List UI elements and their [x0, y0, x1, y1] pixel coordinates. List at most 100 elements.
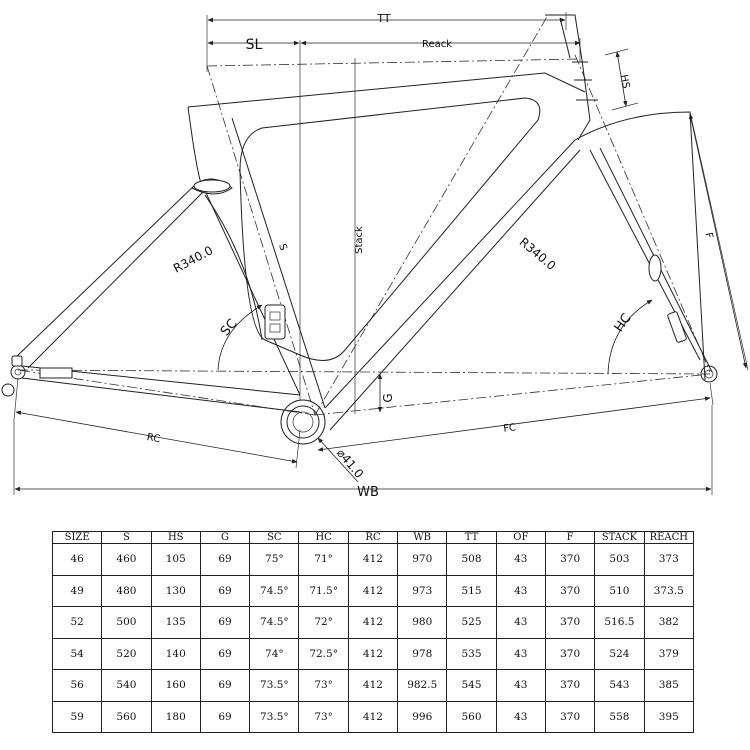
cell: 382 — [643, 606, 695, 639]
cell: 72° — [298, 606, 349, 639]
cell: 73.5° — [249, 669, 300, 702]
cell: 43 — [495, 700, 546, 733]
label-radius-right: R340.0 — [517, 235, 559, 273]
cell: 545 — [446, 669, 497, 702]
label-wb: WB — [357, 485, 379, 500]
cell: 385 — [643, 669, 695, 702]
cell: 370 — [544, 574, 596, 607]
cell: 508 — [446, 543, 497, 576]
cell: 59 — [51, 700, 103, 733]
cell: 412 — [347, 606, 399, 639]
rear-dropout — [1, 355, 73, 397]
cell: 970 — [397, 543, 448, 576]
cell: 69 — [199, 700, 251, 733]
cell: 105 — [150, 543, 201, 576]
fc-dimension — [317, 382, 714, 452]
cell: 69 — [199, 574, 251, 607]
wb-dimension — [13, 405, 713, 495]
label-rc: RC — [146, 432, 161, 445]
cell: 520 — [101, 637, 152, 670]
cell: 980 — [397, 606, 448, 639]
cell: 71.5° — [298, 574, 349, 607]
cell: 56 — [51, 669, 103, 702]
header-f: F — [544, 531, 596, 544]
top-dimensions — [206, 12, 581, 400]
cell: 370 — [544, 700, 596, 733]
cell: 395 — [643, 700, 695, 733]
bike-frame — [14, 14, 713, 431]
cell: 412 — [347, 543, 399, 576]
cell: 973 — [397, 574, 448, 607]
cell: 54 — [51, 637, 103, 670]
cell: 46 — [51, 543, 103, 576]
cell: 74° — [249, 637, 300, 670]
cell: 516.5 — [594, 606, 645, 639]
cell: 373.5 — [643, 574, 695, 607]
label-hs: HS — [618, 74, 631, 90]
cell: 69 — [199, 669, 251, 702]
label-tt: TT — [376, 12, 391, 25]
frame-geometry-drawing: TT SL Reack — [1, 12, 749, 500]
header-reach: REACH — [643, 531, 695, 544]
cell: 412 — [347, 637, 399, 670]
cell: 379 — [643, 637, 695, 670]
header-stack: STACK — [594, 531, 645, 544]
cell: 69 — [199, 543, 251, 576]
cell: 412 — [347, 574, 399, 607]
cell: 370 — [544, 543, 596, 576]
header-rc: RC — [347, 531, 399, 544]
cell: 49 — [51, 574, 103, 607]
bb-diameter-leader — [317, 437, 359, 483]
cell: 982.5 — [397, 669, 448, 702]
label-reach: Reack — [422, 39, 452, 50]
cell: 73° — [298, 669, 349, 702]
cell: 370 — [544, 637, 596, 670]
geometry-table: SIZE S HS G SC HC RC WB TT OF F STACK RE… — [51, 531, 695, 733]
cell: 130 — [150, 574, 201, 607]
cell: 370 — [544, 669, 596, 702]
cell: 412 — [347, 700, 399, 733]
label-sc: SC — [218, 316, 241, 339]
cell: 525 — [446, 606, 497, 639]
seat-clamp — [191, 178, 233, 195]
cell: 524 — [594, 637, 645, 670]
cell: 135 — [150, 606, 201, 639]
cell: 460 — [101, 543, 152, 576]
cell: 996 — [397, 700, 448, 733]
cell: 543 — [594, 669, 645, 702]
cell: 52 — [51, 606, 103, 639]
cell: 560 — [446, 700, 497, 733]
header-hc: HC — [298, 531, 349, 544]
header-tt: TT — [446, 531, 497, 544]
cell: 73.5° — [249, 700, 300, 733]
table-header-row: SIZE S HS G SC HC RC WB TT OF F STACK RE… — [51, 531, 695, 544]
cell: 500 — [101, 606, 152, 639]
cell: 503 — [594, 543, 645, 576]
f-dimension — [688, 111, 749, 371]
header-of: OF — [495, 531, 546, 544]
cell: 69 — [199, 606, 251, 639]
cell: 43 — [495, 606, 546, 639]
header-wb: WB — [397, 531, 448, 544]
label-sl: SL — [246, 37, 263, 53]
cell: 160 — [150, 669, 201, 702]
header-sc: SC — [249, 531, 300, 544]
cell: 43 — [495, 574, 546, 607]
cell: 180 — [150, 700, 201, 733]
cell: 75° — [249, 543, 300, 576]
cell: 72.5° — [298, 637, 349, 670]
bottom-bracket — [280, 399, 326, 445]
sc-angle — [217, 304, 263, 371]
header-size: SIZE — [51, 531, 103, 544]
center-lines — [17, 14, 711, 416]
label-fc: FC — [503, 422, 517, 434]
label-s: S — [276, 243, 288, 252]
cell: 978 — [397, 637, 448, 670]
cell: 560 — [101, 700, 152, 733]
label-stack: Stack — [354, 226, 365, 254]
